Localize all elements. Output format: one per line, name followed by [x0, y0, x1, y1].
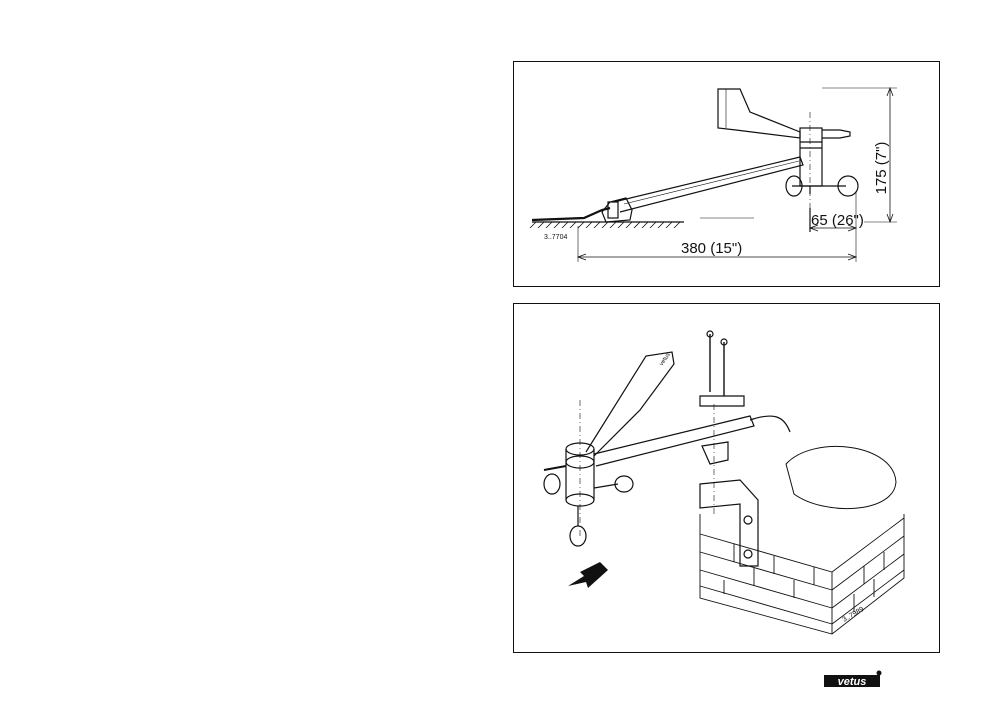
mounting-drawing-panel: vetus 3..7989: [513, 303, 940, 653]
cup-front: [570, 526, 586, 546]
height-dimension-label: 175 (7"): [873, 142, 890, 195]
mounting-drawing: vetus 3..7989: [514, 304, 941, 654]
drawing-code-top: 3..7704: [544, 234, 567, 241]
support-arm: [594, 416, 754, 466]
cable: [532, 208, 610, 220]
side-view-drawing: 380 (15") 65 (26") 175 (7") 3..7704: [514, 62, 941, 288]
drawing-code-bottom: 3..7989: [842, 606, 866, 624]
deck-opening: [786, 446, 896, 508]
width-dimension-label: 380 (15"): [681, 240, 742, 257]
brick-wall: [700, 514, 904, 634]
ground-hatching: [530, 222, 680, 228]
wind-vane: [586, 352, 674, 456]
sensor-body: [800, 128, 822, 186]
side-view-drawing-panel: 380 (15") 65 (26") 175 (7") 3..7704: [513, 61, 940, 287]
direction-arrow: [568, 562, 608, 588]
logo-text: vetus: [838, 676, 867, 688]
cable: [750, 416, 790, 432]
mounting-bracket: [700, 480, 758, 566]
mount-block: [702, 442, 728, 464]
wind-vane: [718, 89, 800, 138]
counterweight: [822, 130, 850, 138]
cup-dimension-label: 65 (26"): [811, 212, 864, 229]
support-arm: [614, 157, 803, 212]
cup-left: [544, 474, 560, 494]
vetus-logo: vetus: [824, 669, 884, 694]
clamp: [700, 396, 744, 406]
